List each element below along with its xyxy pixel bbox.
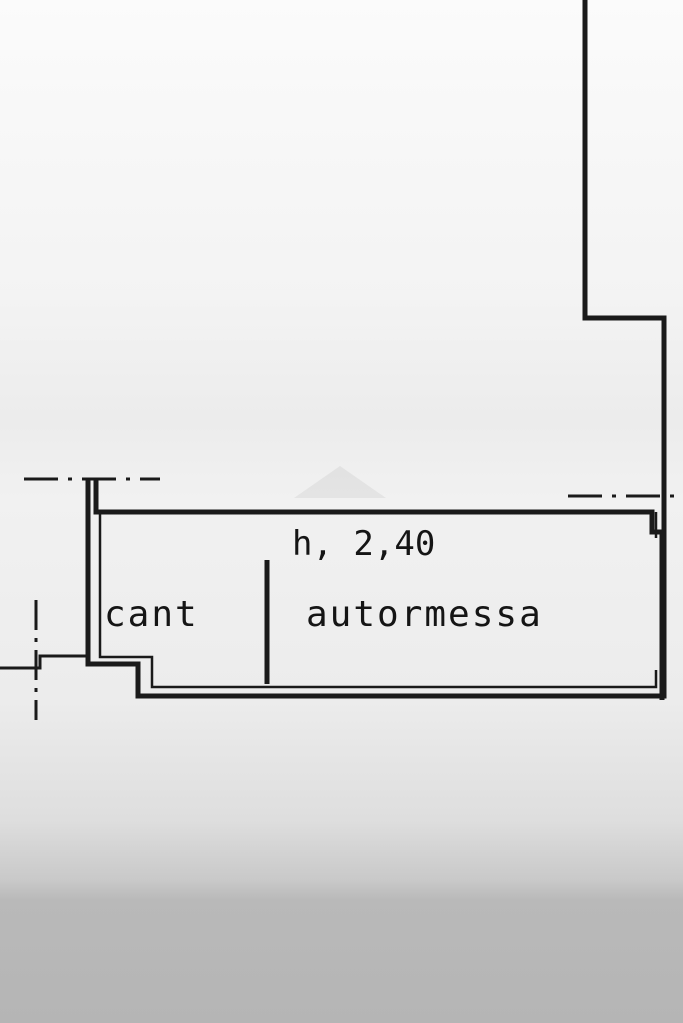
ceiling-height-label: h, 2,40 (292, 524, 436, 564)
watermark-logo (294, 466, 386, 498)
room-label-cantina: cant (104, 594, 199, 635)
left-wall-stub (0, 654, 88, 670)
building-outline (582, 0, 667, 500)
unit-inner-wall (98, 512, 658, 689)
room-label-autorimessa: autormessa (306, 594, 543, 635)
